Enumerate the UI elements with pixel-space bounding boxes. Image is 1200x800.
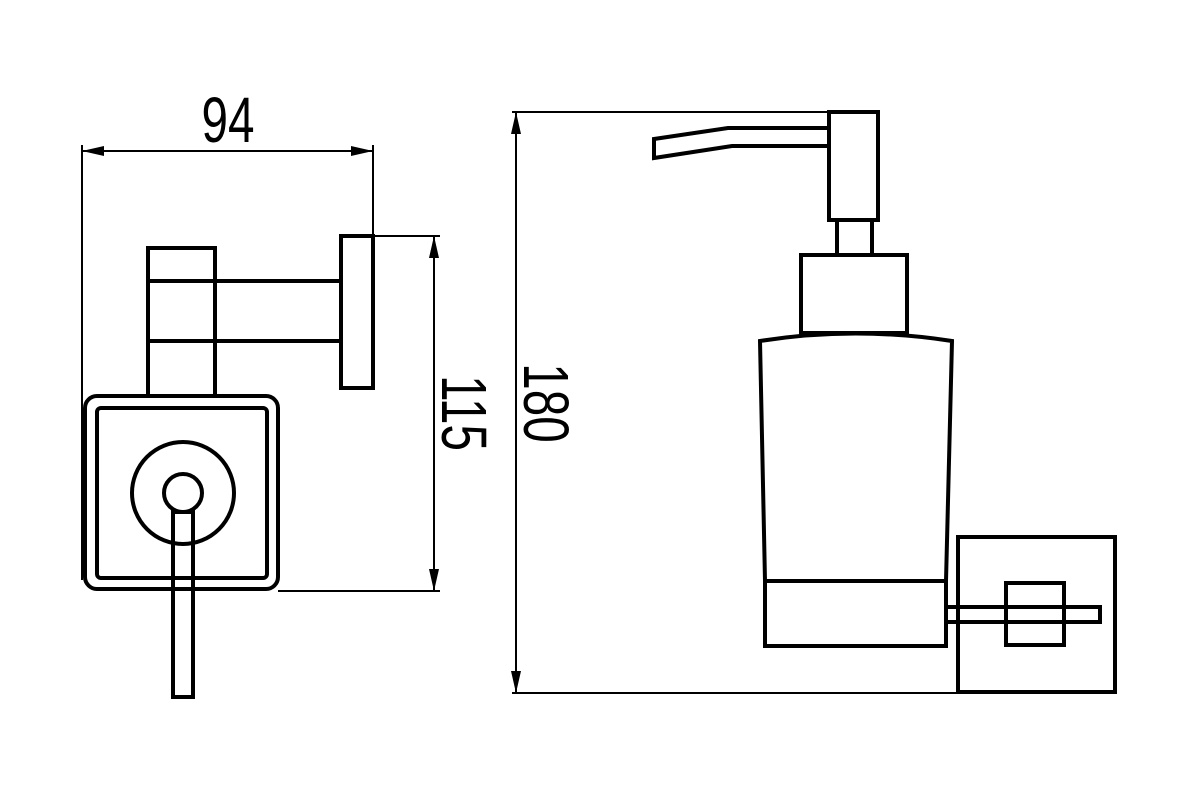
holder-cup — [763, 579, 948, 648]
holder-arm — [944, 605, 1102, 624]
mount-square — [1004, 581, 1066, 647]
dim-label-height: 180 — [510, 363, 582, 442]
rod-head — [162, 472, 204, 514]
pump-head — [827, 110, 880, 222]
rod — [171, 510, 195, 699]
arm-end-plate — [339, 234, 375, 390]
dim-label-depth: 115 — [428, 375, 500, 451]
pump-nozzle — [652, 126, 831, 161]
wall-plate-inner — [95, 406, 269, 580]
front-view — [511, 110, 1117, 694]
side-view — [81, 145, 440, 699]
round-flange — [130, 440, 236, 546]
wall-block — [956, 535, 1117, 694]
post-cap — [146, 246, 217, 283]
glass-container — [757, 331, 955, 583]
dim-label-width: 94 — [202, 84, 255, 156]
pump-collar — [799, 253, 909, 335]
pump-stem — [835, 218, 874, 257]
wall-plate-outer — [83, 394, 280, 591]
